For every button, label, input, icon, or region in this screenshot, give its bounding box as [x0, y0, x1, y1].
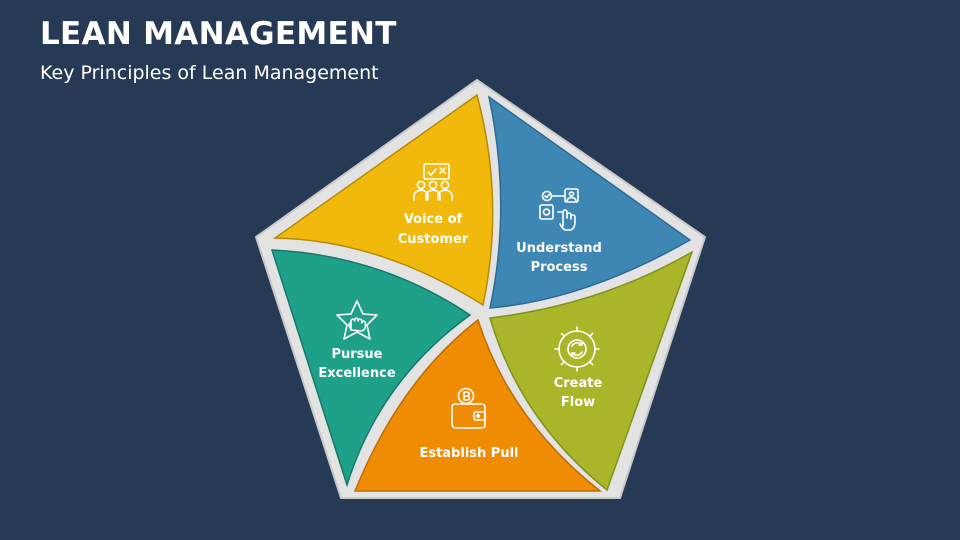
create-flow-label-line2: Flow [561, 395, 595, 410]
establish-pull-label: Establish Pull [419, 446, 518, 461]
segment-establish-pull[interactable] [353, 318, 603, 492]
gear-cycle-icon [554, 326, 600, 372]
pursue-excellence-label-line2: Excellence [318, 366, 395, 381]
people-checklist-icon [413, 163, 453, 201]
understand-process-label-line1: Understand [516, 241, 602, 256]
pursue-excellence-label-line1: Pursue [331, 347, 382, 362]
segment-pursue-excellence[interactable] [270, 249, 472, 488]
page-subtitle: Key Principles of Lean Management [40, 62, 379, 84]
segment-create-flow[interactable] [489, 250, 694, 492]
segment-understand-process[interactable] [487, 95, 692, 309]
wallet-coin-icon [451, 387, 486, 429]
voice-of-customer-label-line2: Customer [398, 232, 469, 247]
process-touch-icon [539, 188, 579, 231]
page-title: LEAN MANAGEMENT [40, 16, 397, 52]
star-fist-icon [336, 300, 378, 340]
segment-voice-of-customer[interactable] [272, 93, 494, 307]
voice-of-customer-label-line1: Voice of [404, 212, 463, 227]
understand-process-label-line2: Process [531, 260, 588, 275]
create-flow-label-line1: Create [554, 376, 603, 391]
